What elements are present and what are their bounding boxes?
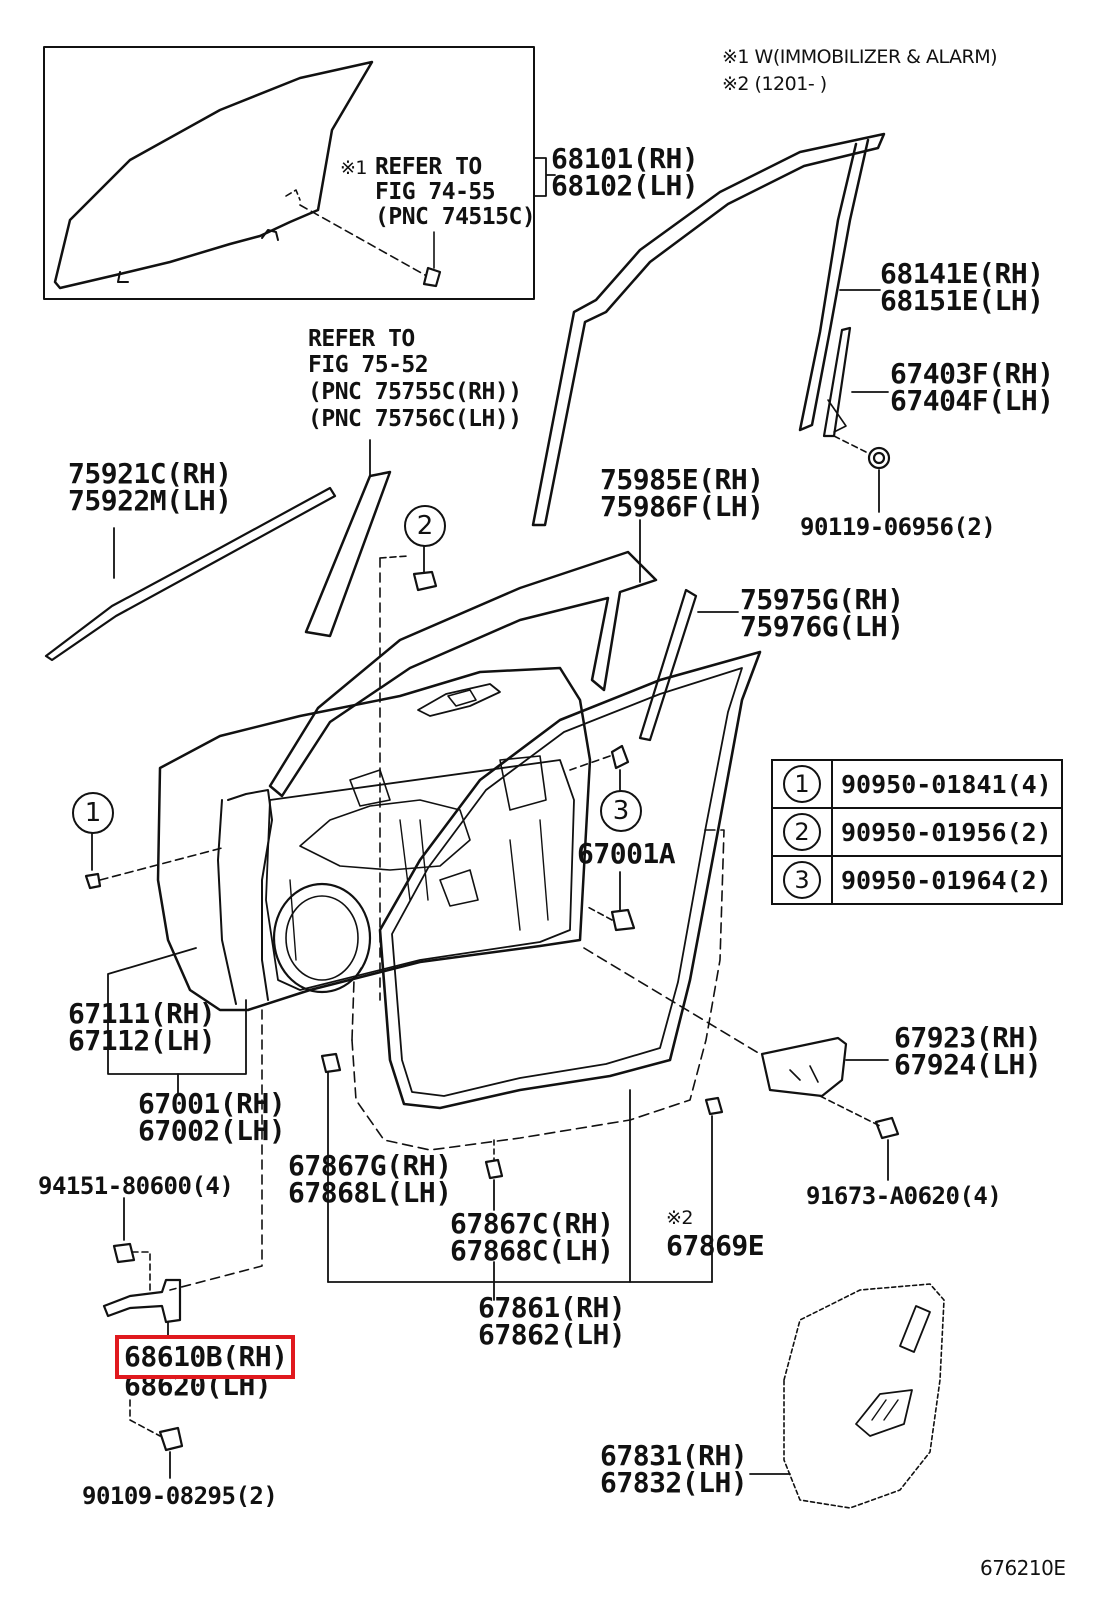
inset-ref-line-3: (PNC 74515C)	[375, 204, 536, 230]
part-label-68610b: 68610B(RH)	[124, 1340, 288, 1373]
part-label-67832: 67832(LH)	[600, 1466, 748, 1499]
fastener-legend-table: 1 90950-01841(4) 2 90950-01956(2) 3 9095…	[771, 759, 1063, 905]
part-label-67862: 67862(LH)	[478, 1318, 626, 1351]
part-label-67868l: 67868L(LH)	[288, 1176, 452, 1209]
legend-part: 90950-01956(2)	[831, 807, 1063, 857]
part-label-68151e: 68151E(LH)	[880, 284, 1044, 317]
note-2: ※2 (1201- )	[722, 73, 827, 95]
legend-number: 3	[783, 861, 821, 899]
legend-row: 2 90950-01956(2)	[771, 807, 1063, 857]
legend-part: 90950-01964(2)	[831, 855, 1063, 905]
part-label-67001a: 67001A	[577, 837, 676, 870]
part-label-67869e: 67869E	[666, 1229, 765, 1262]
part-label-67868c: 67868C(LH)	[450, 1234, 614, 1267]
part-label-90109-08295: 90109-08295(2)	[82, 1482, 278, 1510]
callout-1: 1	[72, 792, 114, 834]
part-label-67867g: 67867G(RH)	[288, 1149, 452, 1182]
note-1: ※1 W(IMMOBILIZER & ALARM)	[722, 46, 998, 68]
legend-row: 1 90950-01841(4)	[771, 759, 1063, 809]
part-label-68102: 68102(LH)	[551, 169, 699, 202]
part-label-75975g: 75975G(RH)	[740, 583, 904, 616]
callout-3: 3	[600, 790, 642, 832]
part-label-75922m: 75922M(LH)	[68, 484, 232, 517]
highlight-box	[115, 1335, 295, 1379]
speaker-opening	[272, 882, 372, 994]
pillar-ref-line-4: (PNC 75756C(LH))	[308, 406, 522, 432]
part-label-94151-80600: 94151-80600(4)	[38, 1172, 234, 1200]
part-label-67924: 67924(LH)	[894, 1048, 1042, 1081]
glass-inset-frame	[43, 46, 535, 300]
part-label-67831: 67831(RH)	[600, 1439, 748, 1472]
part-label-67002: 67002(LH)	[138, 1114, 286, 1147]
part-label-75986f: 75986F(LH)	[600, 490, 764, 523]
legend-number: 2	[783, 813, 821, 851]
pillar-ref-line-2: FIG 75-52	[308, 352, 429, 378]
pillar-ref-line-1: REFER TO	[308, 326, 415, 352]
door-glass	[53, 60, 374, 290]
inset-ref-line-2: FIG 74-55	[375, 179, 496, 205]
legend-part: 90950-01841(4)	[831, 759, 1063, 809]
callout-2: 2	[404, 505, 446, 547]
part-label-67111: 67111(RH)	[68, 997, 216, 1030]
part-label-75921c: 75921C(RH)	[68, 457, 232, 490]
part-label-68141e: 68141E(RH)	[880, 257, 1044, 290]
part-label-67001: 67001(RH)	[138, 1087, 286, 1120]
part-label-91673-a0620: 91673-A0620(4)	[806, 1182, 1002, 1210]
part-mark-67869e: ※2	[666, 1207, 694, 1229]
part-label-75976g: 75976G(LH)	[740, 610, 904, 643]
legend-row: 3 90950-01964(2)	[771, 855, 1063, 905]
inset-ref-mark: ※1	[340, 157, 368, 179]
part-label-90119-06956: 90119-06956(2)	[800, 513, 996, 541]
legend-number: 1	[783, 765, 821, 803]
part-label-67404f: 67404F(LH)	[890, 384, 1054, 417]
part-label-75985e: 75985E(RH)	[600, 463, 764, 496]
part-label-68101: 68101(RH)	[551, 142, 699, 175]
inset-ref-line-1: REFER TO	[375, 154, 482, 180]
part-label-67403f: 67403F(RH)	[890, 357, 1054, 390]
part-label-67867c: 67867C(RH)	[450, 1207, 614, 1240]
pillar-ref-line-3: (PNC 75755C(RH))	[308, 379, 522, 405]
part-label-67861: 67861(RH)	[478, 1291, 626, 1324]
part-label-67112: 67112(LH)	[68, 1024, 216, 1057]
figure-code: 676210E	[980, 1556, 1066, 1580]
part-label-67923: 67923(RH)	[894, 1021, 1042, 1054]
